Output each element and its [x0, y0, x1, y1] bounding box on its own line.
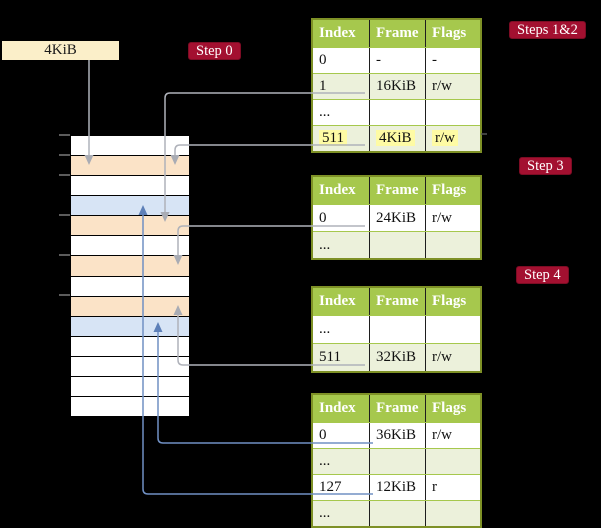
flags-cell: r [425, 475, 480, 500]
table-row: ... [313, 500, 480, 526]
memory-frame-row-7 [71, 275, 189, 296]
flags-cell: r/w [425, 126, 480, 151]
flags-cell: r/w [425, 74, 480, 99]
highlighted-value: 4KiB [376, 130, 415, 146]
physical-memory-stack [70, 135, 190, 417]
memory-frame-row-12 [71, 375, 189, 397]
frame-cell [369, 100, 425, 125]
memory-frame-row-11 [71, 355, 189, 376]
frame-cell: 24KiB [369, 205, 425, 231]
flags-cell [425, 100, 480, 125]
index-cell: 511 [319, 349, 341, 365]
memory-frame-row-8 [71, 295, 189, 316]
index-cell: ... [319, 505, 331, 521]
frame-cell: 4KiB [369, 126, 425, 151]
flags-cell [425, 449, 480, 474]
column-header-flags: Flags [425, 177, 480, 204]
steps-1-2-label: Steps 1&2 [509, 21, 586, 39]
flags-cell: r/w [425, 344, 480, 371]
frame-cell [369, 449, 425, 474]
index-cell: 0 [319, 210, 327, 226]
index-cell: ... [319, 104, 331, 120]
column-header-frame: Frame [369, 288, 425, 315]
index-cell: 127 [319, 479, 342, 495]
frame-size-label: 4KiB [2, 41, 119, 60]
column-header-frame: Frame [369, 177, 425, 204]
highlighted-value: 511 [319, 130, 347, 146]
index-cell: 0 [319, 52, 327, 68]
frame-cell: 32KiB [369, 344, 425, 371]
table-row: ... [313, 315, 480, 343]
flags-cell [425, 232, 480, 258]
flags-cell: - [425, 48, 480, 73]
frame-cell [369, 501, 425, 526]
flags-cell [425, 501, 480, 526]
index-cell: 0 [319, 427, 327, 443]
step-0-label: Step 0 [188, 42, 241, 60]
table-row: 511 4KiB r/w [313, 125, 480, 151]
table-row: 0 -- [313, 47, 480, 73]
table-row: ... [313, 231, 480, 258]
index-cell: ... [319, 321, 331, 337]
frame-cell: 12KiB [369, 475, 425, 500]
memory-frame-row-4 [71, 215, 189, 236]
column-header-frame: Frame [369, 20, 425, 47]
flags-cell: r/w [425, 205, 480, 231]
column-header-index: Index [319, 400, 356, 416]
flags-cell [425, 316, 480, 343]
memory-frame-row-13 [71, 396, 189, 417]
frame-cell [369, 232, 425, 258]
step-3-label: Step 3 [519, 157, 572, 175]
column-header-index: Index [319, 25, 356, 41]
memory-frame-row-3 [71, 195, 189, 216]
column-header-frame: Frame [369, 395, 425, 422]
column-header-index: Index [319, 182, 356, 198]
flags-cell: r/w [425, 423, 480, 448]
index-cell: 1 [319, 78, 327, 94]
memory-frame-row-5 [71, 235, 189, 256]
memory-frame-row-1 [71, 155, 189, 176]
memory-frame-row-2 [71, 175, 189, 196]
step-4-label: Step 4 [516, 266, 569, 284]
memory-frame-row-10 [71, 335, 189, 356]
column-header-index: Index [319, 293, 356, 309]
column-header-flags: Flags [425, 20, 480, 47]
frame-cell [369, 316, 425, 343]
memory-frame-row-9 [71, 315, 189, 336]
frame-cell: - [369, 48, 425, 73]
memory-tick-marks [59, 134, 70, 296]
memory-frame-row-0 [71, 136, 189, 156]
index-cell: ... [319, 453, 331, 469]
table-row: ... [313, 448, 480, 474]
memory-frame-row-6 [71, 255, 189, 276]
column-header-flags: Flags [425, 395, 480, 422]
frame-cell: 16KiB [369, 74, 425, 99]
highlighted-value: r/w [432, 130, 458, 146]
index-cell: ... [319, 237, 331, 253]
column-header-flags: Flags [425, 288, 480, 315]
frame-cell: 36KiB [369, 423, 425, 448]
table-row: ... [313, 99, 480, 125]
index-cell: 511 [313, 126, 369, 151]
